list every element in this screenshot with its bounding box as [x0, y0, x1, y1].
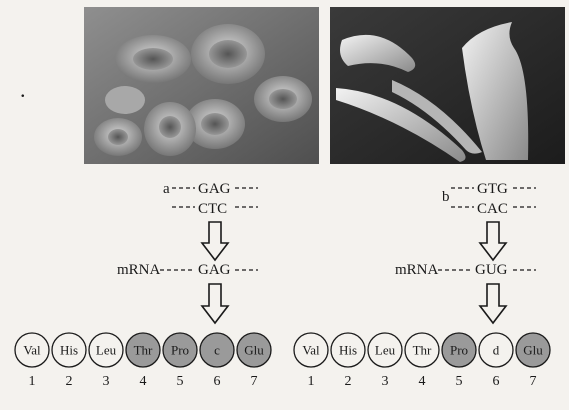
amino-acid-circle	[125, 332, 161, 368]
right-mrna: mRNA GUG	[395, 262, 536, 278]
amino-acid-bead: Glu	[236, 332, 272, 368]
amino-acid-circle	[478, 332, 514, 368]
amino-acid-label: Leu	[375, 343, 396, 358]
down-arrow-icon	[478, 221, 508, 262]
dna-bottom-codon-left: CTC	[198, 201, 227, 217]
amino-acid-label: His	[339, 343, 357, 358]
amino-acid-circle	[293, 332, 329, 368]
normal-cell	[115, 35, 191, 83]
position-number: 7	[251, 374, 258, 389]
left-amino-acid-chain: Val His Leu Thr Pro c Glu	[14, 332, 272, 368]
left-mrna: mRNA GAG	[117, 262, 258, 278]
amino-acid-circle	[330, 332, 366, 368]
sickle-cell	[340, 34, 416, 72]
amino-acid-label: Glu	[523, 343, 543, 358]
amino-acid-label: Thr	[413, 343, 432, 358]
right-dna-strands: b GTG CAC	[442, 181, 536, 217]
amino-acid-label: Leu	[96, 343, 117, 358]
position-number: 6	[493, 374, 500, 389]
amino-acid-bead: His	[51, 332, 87, 368]
mrna-prefix-right: mRNA	[395, 262, 439, 278]
position-number: 2	[345, 374, 352, 389]
amino-acid-bead: Val	[293, 332, 329, 368]
down-arrow-icon	[200, 283, 230, 325]
amino-acid-bead: c	[199, 332, 235, 368]
amino-acid-bead: His	[330, 332, 366, 368]
amino-acid-bead: Pro	[441, 332, 477, 368]
down-arrow-icon	[478, 283, 508, 325]
position-number: 4	[419, 374, 426, 389]
dna-top-codon-right: GTG	[477, 181, 508, 197]
sickle-cell	[462, 22, 529, 160]
right-position-numbers: 1 2 3 4 5 6 7	[308, 374, 537, 389]
margin-dot: .	[20, 77, 26, 102]
amino-acid-circle	[367, 332, 403, 368]
mrna-codon-left: GAG	[198, 262, 231, 278]
amino-acid-circle	[199, 332, 235, 368]
amino-acid-bead: Thr	[404, 332, 440, 368]
normal-cell	[191, 24, 265, 84]
amino-acid-circle	[162, 332, 198, 368]
amino-acid-label: Glu	[244, 343, 264, 358]
amino-acid-circle	[51, 332, 87, 368]
amino-acid-circle	[441, 332, 477, 368]
dna-top-codon-left: GAG	[198, 181, 231, 197]
position-number: 1	[29, 374, 36, 389]
amino-acid-circle	[515, 332, 551, 368]
amino-acid-circle	[14, 332, 50, 368]
amino-acid-circle	[404, 332, 440, 368]
dna-bottom-codon-right: CAC	[477, 201, 508, 217]
normal-cell	[94, 118, 142, 156]
sickle-cells-photo	[330, 7, 565, 164]
amino-acid-label: d	[493, 343, 500, 358]
amino-acid-bead: Leu	[88, 332, 124, 368]
amino-acid-bead: Glu	[515, 332, 551, 368]
position-number: 7	[530, 374, 537, 389]
position-number: 6	[214, 374, 221, 389]
normal-cell	[105, 86, 145, 114]
position-number: 3	[382, 374, 389, 389]
dna-label-a: a	[163, 181, 170, 197]
amino-acid-bead: Pro	[162, 332, 198, 368]
normal-cell	[144, 102, 196, 156]
right-amino-acid-chain: Val His Leu Thr Pro d Glu	[293, 332, 551, 368]
sickle-cell	[392, 80, 482, 154]
mrna-codon-right: GUG	[475, 262, 508, 278]
amino-acid-circle	[88, 332, 124, 368]
left-position-numbers: 1 2 3 4 5 6 7	[29, 374, 258, 389]
amino-acid-bead: Val	[14, 332, 50, 368]
normal-red-blood-cells-photo	[84, 7, 319, 164]
left-dna-strands: a GAG CTC	[163, 181, 258, 217]
position-number: 2	[66, 374, 73, 389]
position-number: 4	[140, 374, 147, 389]
mrna-prefix-left: mRNA	[117, 262, 161, 278]
amino-acid-label: Val	[302, 343, 320, 358]
sickle-cell	[336, 88, 466, 162]
amino-acid-circle	[236, 332, 272, 368]
normal-cell	[185, 99, 245, 149]
amino-acid-label: Val	[23, 343, 41, 358]
position-number: 5	[456, 374, 463, 389]
amino-acid-label: c	[214, 343, 220, 358]
amino-acid-label: Pro	[171, 343, 189, 358]
position-number: 1	[308, 374, 315, 389]
dna-label-b: b	[442, 189, 450, 205]
down-arrow-icon	[200, 221, 230, 262]
amino-acid-bead: Thr	[125, 332, 161, 368]
amino-acid-label: Pro	[450, 343, 468, 358]
position-number: 5	[177, 374, 184, 389]
amino-acid-label: Thr	[134, 343, 153, 358]
amino-acid-bead: Leu	[367, 332, 403, 368]
amino-acid-label: His	[60, 343, 78, 358]
normal-cell	[254, 76, 312, 122]
position-number: 3	[103, 374, 110, 389]
amino-acid-bead: d	[478, 332, 514, 368]
